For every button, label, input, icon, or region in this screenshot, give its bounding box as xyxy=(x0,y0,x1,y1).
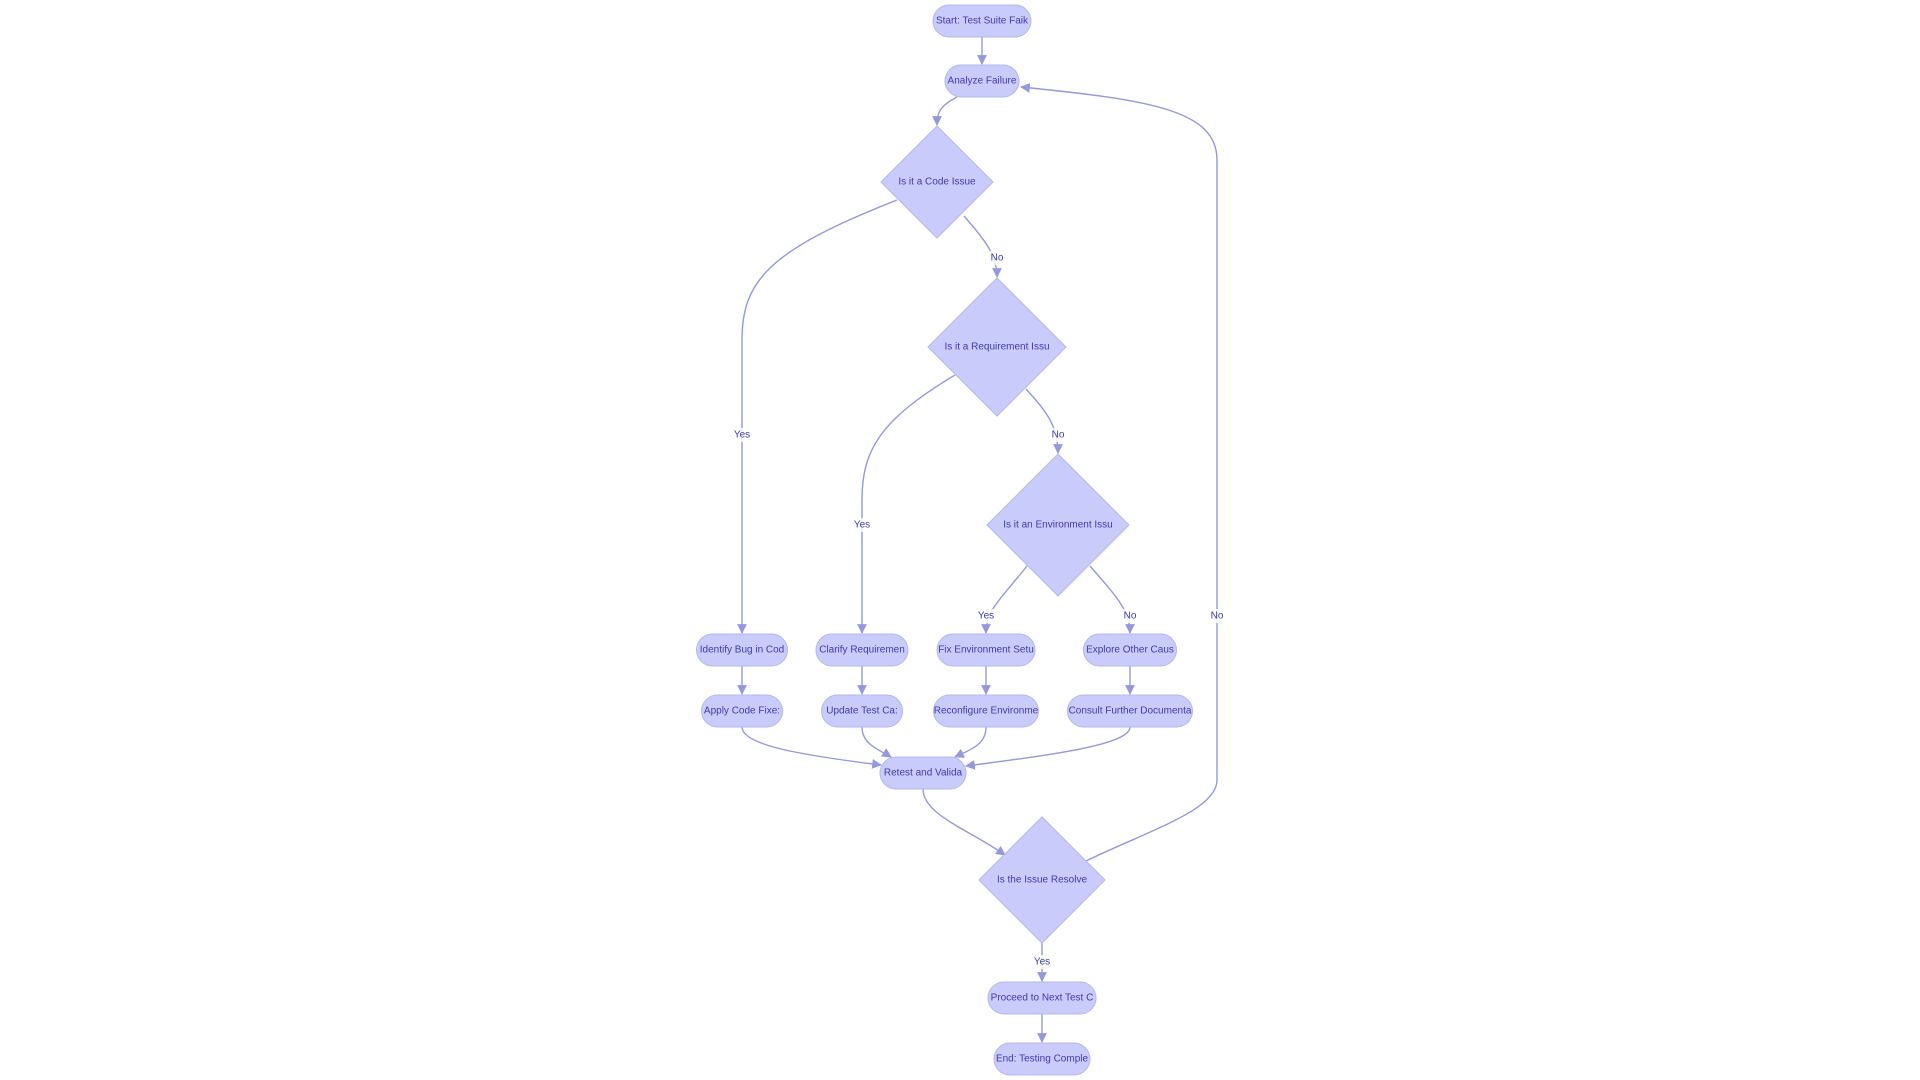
edge-arrow xyxy=(963,215,1002,278)
rounded-box xyxy=(1067,694,1193,728)
edge-label-background xyxy=(1049,428,1067,442)
node-analyze: Analyze Failure xyxy=(944,64,1020,98)
edge-label-env-no: No xyxy=(1124,611,1137,622)
decision-diamond xyxy=(880,125,994,239)
edge-label-background xyxy=(1121,609,1139,623)
node-label: Clarify Requiremen xyxy=(819,645,905,656)
rounded-box xyxy=(987,981,1097,1015)
node-apply-fix: Apply Code Fixe: xyxy=(701,694,783,728)
node-label: Is it an Environment Issu xyxy=(1003,520,1113,531)
node-resolved: Is the Issue Resolve xyxy=(978,816,1106,944)
edge-label-background xyxy=(977,609,995,623)
edge-label-background xyxy=(853,518,871,532)
rounded-box xyxy=(993,1042,1091,1076)
edge-label-resolved-no: No xyxy=(1211,611,1224,622)
rounded-box xyxy=(933,694,1039,728)
node-label: Is it a Requirement Issu xyxy=(944,342,1049,353)
node-clarify-req: Clarify Requiremen xyxy=(815,633,909,667)
decision-diamond xyxy=(927,277,1067,417)
edge-label-code-no: No xyxy=(991,253,1004,264)
decision-diamond xyxy=(978,816,1106,944)
edge-label-background xyxy=(988,251,1006,265)
node-identify-bug: Identify Bug in Cod xyxy=(696,633,788,667)
node-label: Update Test Ca: xyxy=(826,706,898,717)
rounded-box xyxy=(1083,633,1177,667)
node-label: Reconfigure Environme xyxy=(934,706,1039,717)
edge-label-background xyxy=(1208,609,1226,623)
edge-arrow xyxy=(932,96,958,126)
edge-arrow xyxy=(741,726,882,769)
rounded-box xyxy=(944,64,1020,98)
edge-arrow xyxy=(1089,565,1135,634)
decision-diamond xyxy=(986,453,1130,597)
edge-arrow xyxy=(737,199,898,634)
rounded-box xyxy=(936,633,1036,667)
node-consult: Consult Further Documenta xyxy=(1067,694,1193,728)
edge-label-background xyxy=(733,428,751,442)
node-req-issue: Is it a Requirement Issu xyxy=(927,277,1067,417)
edge-arrow xyxy=(981,565,1028,634)
rounded-box xyxy=(701,694,783,728)
rounded-box xyxy=(879,756,967,790)
node-label: Consult Further Documenta xyxy=(1069,706,1192,717)
node-retest: Retest and Valida xyxy=(879,756,967,790)
edge-label-env-yes: Yes xyxy=(978,611,994,622)
edge-label-req-yes: Yes xyxy=(854,520,870,531)
node-start: Start: Test Suite Faik xyxy=(932,4,1032,38)
node-label: Explore Other Caus xyxy=(1086,645,1174,656)
edge-label-code-yes: Yes xyxy=(734,430,750,441)
edge-arrow xyxy=(954,726,987,758)
node-env-issue: Is it an Environment Issu xyxy=(986,453,1130,597)
rounded-box xyxy=(821,694,903,728)
node-label: Is the Issue Resolve xyxy=(997,875,1087,886)
node-label: Apply Code Fixe: xyxy=(704,706,780,717)
node-proceed: Proceed to Next Test C xyxy=(987,981,1097,1015)
node-reconfigure: Reconfigure Environme xyxy=(933,694,1039,728)
rounded-box xyxy=(815,633,909,667)
node-code-issue: Is it a Code Issue xyxy=(880,125,994,239)
node-label: Retest and Valida xyxy=(884,768,963,779)
node-label: Proceed to Next Test C xyxy=(991,993,1094,1004)
edge-arrow xyxy=(1020,83,1218,862)
node-label: Fix Environment Setu xyxy=(938,645,1034,656)
node-label: Is it a Code Issue xyxy=(898,177,976,188)
node-update-test: Update Test Ca: xyxy=(821,694,903,728)
edge-arrow xyxy=(857,374,956,634)
node-end: End: Testing Comple xyxy=(993,1042,1091,1076)
edge-arrow xyxy=(861,726,892,758)
edge-arrow xyxy=(922,788,1006,856)
node-label: Identify Bug in Cod xyxy=(700,645,785,656)
edge-arrow xyxy=(1025,388,1063,454)
edge-label-req-no: No xyxy=(1052,430,1065,441)
node-label: End: Testing Comple xyxy=(996,1054,1089,1065)
node-label: Start: Test Suite Faik xyxy=(936,16,1029,27)
edge-label-resolved-yes: Yes xyxy=(1034,957,1050,968)
rounded-box xyxy=(696,633,788,667)
node-fix-env: Fix Environment Setu xyxy=(936,633,1036,667)
node-label: Analyze Failure xyxy=(948,76,1017,87)
edge-arrow xyxy=(965,726,1131,770)
rounded-box xyxy=(932,4,1032,38)
node-explore: Explore Other Caus xyxy=(1083,633,1177,667)
edge-label-background xyxy=(1033,955,1051,969)
